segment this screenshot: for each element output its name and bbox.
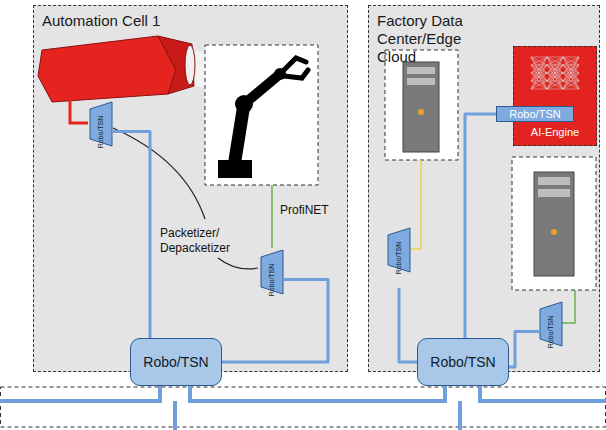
server-illustration [385, 50, 458, 160]
annotation: Packetizer/ Depacketizer [160, 226, 250, 256]
packetizer-box: Robo/TSN [387, 227, 411, 288]
leader-line [218, 258, 258, 269]
node-label: Robo/TSN [389, 233, 409, 282]
switch-box: Robo/TSN [130, 338, 222, 386]
region-box: Factory Data Center/Edge CloudRobo/TSNAI… [368, 5, 600, 372]
node-label: Robo/TSN [262, 255, 282, 304]
node-label: Robo/TSN [91, 107, 111, 156]
region-title: Factory Data Center/Edge Cloud [369, 6, 503, 72]
neural-net-graphic [514, 47, 598, 107]
network-link [399, 288, 417, 362]
network-link [509, 332, 539, 368]
node-label: Robo/TSN [541, 307, 561, 356]
region-title: Automation Cell 1 [34, 6, 294, 36]
leader-line [113, 128, 205, 219]
node-label: Robo/TSN [135, 348, 216, 376]
annotation-text: ProfiNET [280, 203, 340, 218]
node-label: Robo/TSN [422, 348, 503, 376]
network-link [113, 132, 150, 339]
camera-wire [70, 100, 88, 123]
network-link [465, 114, 496, 338]
server-illustration [512, 157, 596, 290]
switch-box: Robo/TSN [417, 338, 509, 386]
packetizer-box: Robo/TSN [539, 301, 563, 362]
node-label: Robo/TSN [501, 102, 568, 127]
server-wire [410, 160, 421, 249]
ai-engine-box: AI-EngineRobo/TSN [513, 46, 597, 146]
profinet-wire [271, 185, 273, 248]
backbone-lines [0, 385, 606, 430]
robot-arm [218, 58, 308, 178]
region-fill [33, 5, 348, 372]
robot-frame [205, 45, 318, 185]
server-wire [562, 290, 575, 323]
annotation-text: Packetizer/ Depacketizer [160, 226, 250, 256]
packetizer-box: Robo/TSN [260, 249, 284, 310]
packetizer-box: Robo/TSN [496, 106, 574, 122]
network-band [1, 387, 606, 427]
region-fill [368, 5, 600, 372]
annotation: ProfiNET [280, 203, 340, 218]
packetizer-box: Robo/TSN [89, 101, 113, 162]
region-box: Automation Cell 1Robo/TSNRobo/TSNRobo/TS… [33, 5, 348, 372]
node-label: AI-Engine [523, 120, 587, 145]
